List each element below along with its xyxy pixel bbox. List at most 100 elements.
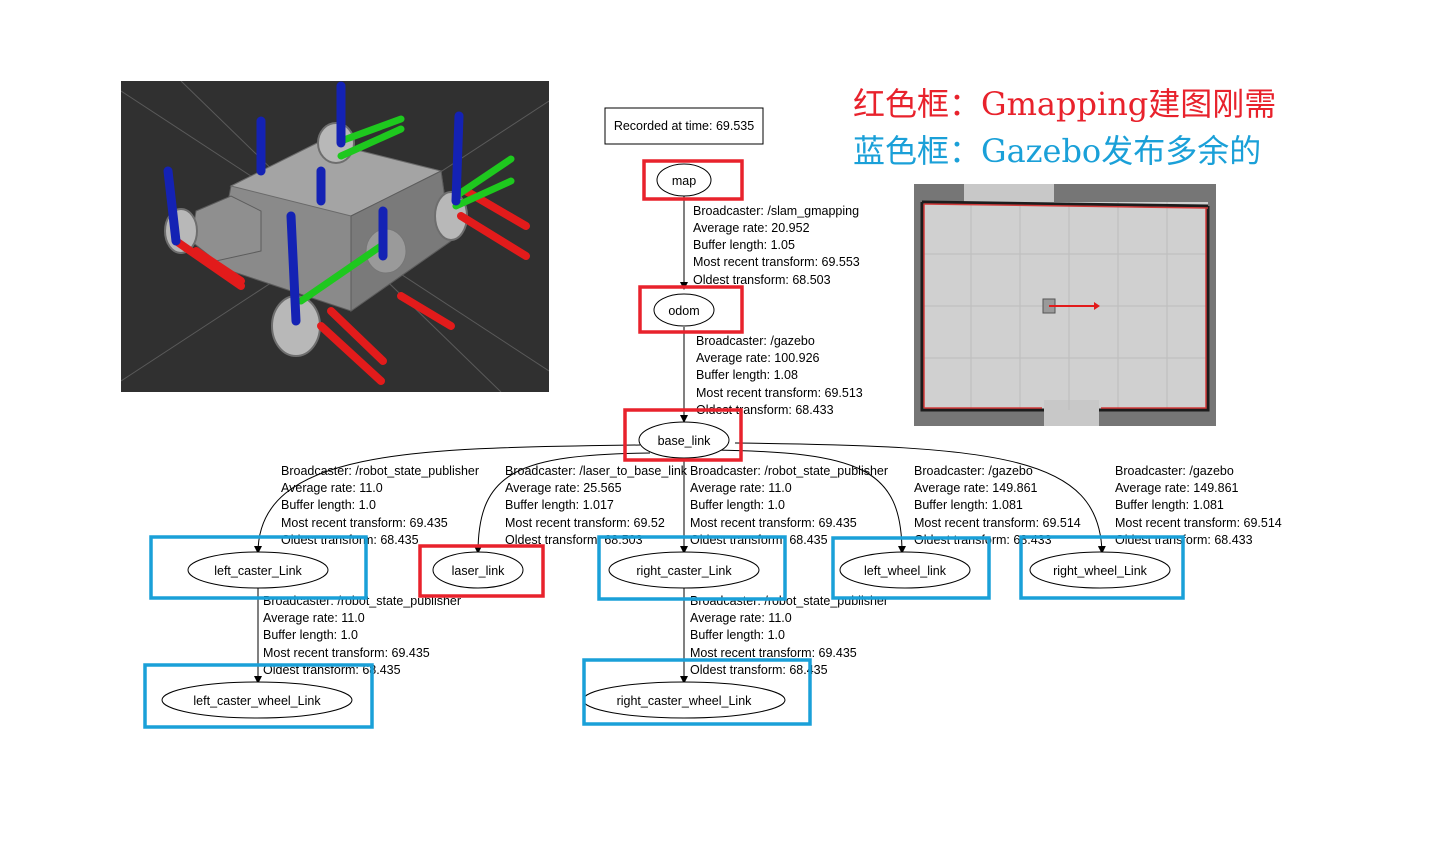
svg-text:Average rate: 25.565: Average rate: 25.565 [505,481,622,495]
blue-box-right-wheel [1019,535,1185,600]
tf-edges [254,196,1106,684]
svg-text:Oldest transform: 68.435: Oldest transform: 68.435 [281,533,419,547]
blue-box-left-caster [149,535,368,600]
gmapping-map-view [914,184,1216,426]
blue-box-right-caster-wheel [582,658,812,726]
svg-text:Broadcaster: /gazebo: Broadcaster: /gazebo [914,464,1033,478]
svg-text:Most recent transform: 69.435: Most recent transform: 69.435 [263,646,430,660]
svg-text:Most recent transform: 69.513: Most recent transform: 69.513 [696,386,863,400]
legend-blue-box-meaning: 蓝色框：Gazebo发布多余的 [853,132,1262,170]
svg-text:Oldest transform: 68.433: Oldest transform: 68.433 [696,403,834,417]
svg-text:Broadcaster: /robot_state_publ: Broadcaster: /robot_state_publisher [690,464,888,478]
node-right-caster [608,551,760,589]
edge-label-base-rightcaster: Broadcaster: /robot_state_publisher Aver… [690,464,888,547]
edge-base-leftwheel [711,449,906,554]
red-box-base-link [623,408,743,462]
svg-text:Most recent transform: 69.514: Most recent transform: 69.514 [1115,516,1282,530]
node-left-caster-wheel [161,681,353,719]
node-map [656,163,712,197]
svg-text:Broadcaster: /gazebo: Broadcaster: /gazebo [1115,464,1234,478]
recorded-time-label: Recorded at time: 69.535 [614,119,754,133]
svg-text:Buffer length: 1.08: Buffer length: 1.08 [696,368,798,382]
svg-text:Buffer length: 1.0: Buffer length: 1.0 [281,498,376,512]
svg-text:Oldest transform: 68.503: Oldest transform: 68.503 [693,273,831,287]
svg-text:Buffer length: 1.0: Buffer length: 1.0 [690,628,785,642]
edge-label-base-leftwheel: Broadcaster: /gazebo Average rate: 149.8… [914,464,1081,547]
x-axis-arrows [172,187,530,385]
node-base-link [638,421,730,459]
blue-box-right-caster [597,535,787,601]
svg-text:Oldest transform: 68.433: Oldest transform: 68.433 [914,533,1052,547]
node-label-left-caster-wheel: left_caster_wheel_Link [193,694,321,708]
svg-text:Average rate: 20.952: Average rate: 20.952 [693,221,810,235]
blue-highlight-boxes [143,535,1185,729]
red-box-odom [638,285,744,334]
svg-text:Buffer length: 1.017: Buffer length: 1.017 [505,498,614,512]
robot-chassis [190,140,452,312]
svg-text:Average rate: 11.0: Average rate: 11.0 [263,611,365,625]
edge-label-rightcaster-wheel: Broadcaster: /robot_state_publisher Aver… [690,594,888,677]
svg-text:Average rate: 149.861: Average rate: 149.861 [1115,481,1239,495]
svg-text:Buffer length: 1.0: Buffer length: 1.0 [263,628,358,642]
edge-label-base-laser: Broadcaster: /laser_to_base_link Average… [505,464,688,547]
edge-label-base-leftcaster: Broadcaster: /robot_state_publisher Aver… [281,464,479,547]
robot-3d-view [121,81,549,392]
robot-model-illustration [121,81,549,392]
svg-text:Buffer length: 1.05: Buffer length: 1.05 [693,238,795,252]
svg-text:Most recent transform: 69.435: Most recent transform: 69.435 [281,516,448,530]
svg-text:Buffer length: 1.081: Buffer length: 1.081 [914,498,1023,512]
svg-text:Broadcaster: /gazebo: Broadcaster: /gazebo [696,334,815,348]
node-label-right-wheel: right_wheel_Link [1053,564,1148,578]
svg-text:Most recent transform: 69.553: Most recent transform: 69.553 [693,255,860,269]
recorded-time-box: Recorded at time: 69.535 [604,107,764,145]
tf-nodes [161,163,1171,719]
svg-text:Buffer length: 1.081: Buffer length: 1.081 [1115,498,1224,512]
svg-text:Most recent transform: 69.435: Most recent transform: 69.435 [690,646,857,660]
y-axis-arrows [297,115,515,305]
edge-label-base-rightwheel: Broadcaster: /gazebo Average rate: 149.8… [1115,464,1282,547]
map-walls [920,200,1210,412]
svg-text:Most recent transform: 69.435: Most recent transform: 69.435 [690,516,857,530]
node-label-laser: laser_link [452,564,506,578]
node-label-odom: odom [668,304,699,318]
svg-text:Buffer length: 1.0: Buffer length: 1.0 [690,498,785,512]
edge-label-map-odom: Broadcaster: /slam_gmapping Average rate… [693,204,860,287]
edge-label-odom-base: Broadcaster: /gazebo Average rate: 100.9… [696,334,863,417]
red-highlight-boxes [418,159,744,598]
node-laser [432,551,524,589]
heading-arrow-head [1094,302,1100,310]
blue-box-left-wheel [831,536,991,600]
svg-text:Broadcaster: /slam_gmapping: Broadcaster: /slam_gmapping [693,204,859,218]
node-label-left-wheel: left_wheel_link [864,564,947,578]
tf-node-labels: map odom base_link left_caster_Link lase… [193,174,1147,708]
blue-box-left-caster-wheel [143,663,374,729]
node-odom [653,293,715,327]
z-axis-arrows [163,81,464,326]
svg-text:Average rate: 11.0: Average rate: 11.0 [690,481,792,495]
laser-scan-hits [923,203,1209,409]
legend-red-box-meaning: 红色框：Gmapping建图刚需 [853,85,1277,123]
node-label-right-caster: right_caster_Link [636,564,732,578]
svg-text:Broadcaster: /robot_state_publ: Broadcaster: /robot_state_publisher [281,464,479,478]
node-label-map: map [672,174,696,188]
red-box-laser [418,544,545,598]
svg-text:Most recent transform: 69.514: Most recent transform: 69.514 [914,516,1081,530]
svg-text:Average rate: 149.861: Average rate: 149.861 [914,481,1038,495]
svg-text:Average rate: 11.0: Average rate: 11.0 [690,611,792,625]
node-label-base-link: base_link [658,434,712,448]
svg-text:Oldest transform: 68.435: Oldest transform: 68.435 [690,663,828,677]
node-left-caster [187,551,329,589]
svg-text:Average rate: 100.926: Average rate: 100.926 [696,351,820,365]
edge-base-leftcaster [254,444,641,554]
node-right-wheel [1029,551,1171,589]
node-label-right-caster-wheel: right_caster_wheel_Link [617,694,753,708]
node-left-wheel [839,551,971,589]
map-grid [922,202,1208,410]
red-box-map [642,159,744,201]
edge-base-laser [474,452,651,554]
node-label-left-caster: left_caster_Link [214,564,302,578]
svg-text:Broadcaster: /robot_state_publ: Broadcaster: /robot_state_publisher [690,594,888,608]
svg-text:Average rate: 11.0: Average rate: 11.0 [281,481,383,495]
svg-text:Most recent transform: 69.52: Most recent transform: 69.52 [505,516,665,530]
occupancy-map-illustration [914,184,1216,426]
